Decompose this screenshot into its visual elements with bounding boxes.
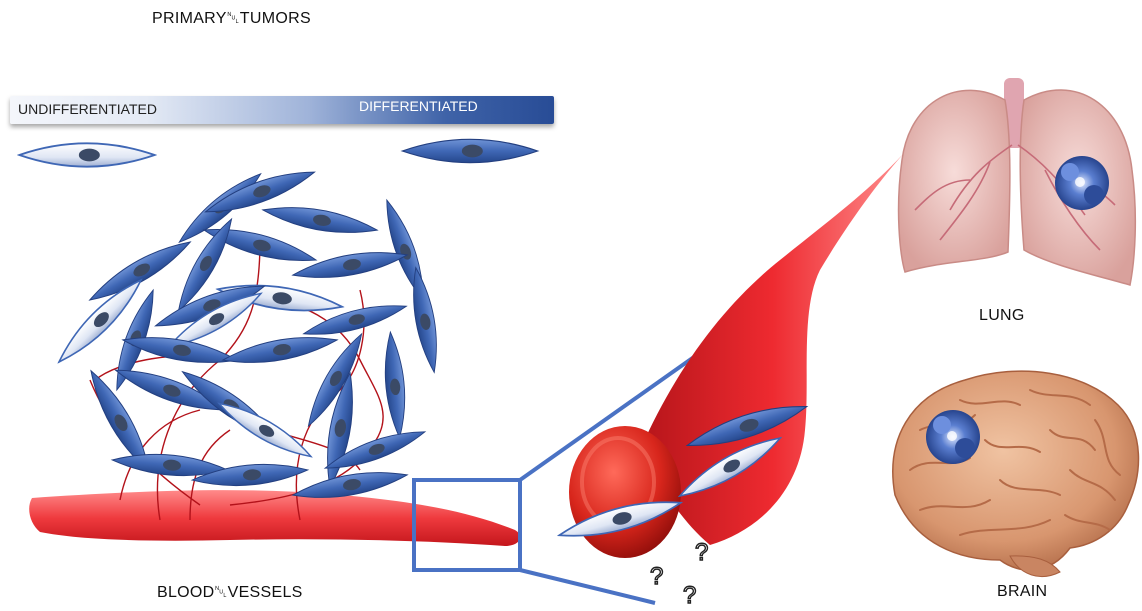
- lung-organ: [899, 78, 1136, 285]
- undifferentiated-cell-example: [19, 143, 154, 166]
- question-mark: ?: [695, 539, 708, 566]
- differentiated-cell-example: [402, 139, 537, 162]
- blood-vessels-label: BLOOD␀VESSELS: [157, 584, 303, 602]
- primary-tumor-mass: [52, 163, 443, 505]
- question-mark: ?: [650, 563, 663, 590]
- red-blood-cell: [569, 426, 681, 558]
- brain-metastasis: [926, 410, 980, 464]
- lung-metastasis: [1055, 156, 1109, 210]
- lung-label: LUNG: [979, 307, 1025, 325]
- brain-label: BRAIN: [997, 583, 1047, 601]
- question-mark: ?: [683, 582, 696, 609]
- brain-organ: [893, 371, 1139, 576]
